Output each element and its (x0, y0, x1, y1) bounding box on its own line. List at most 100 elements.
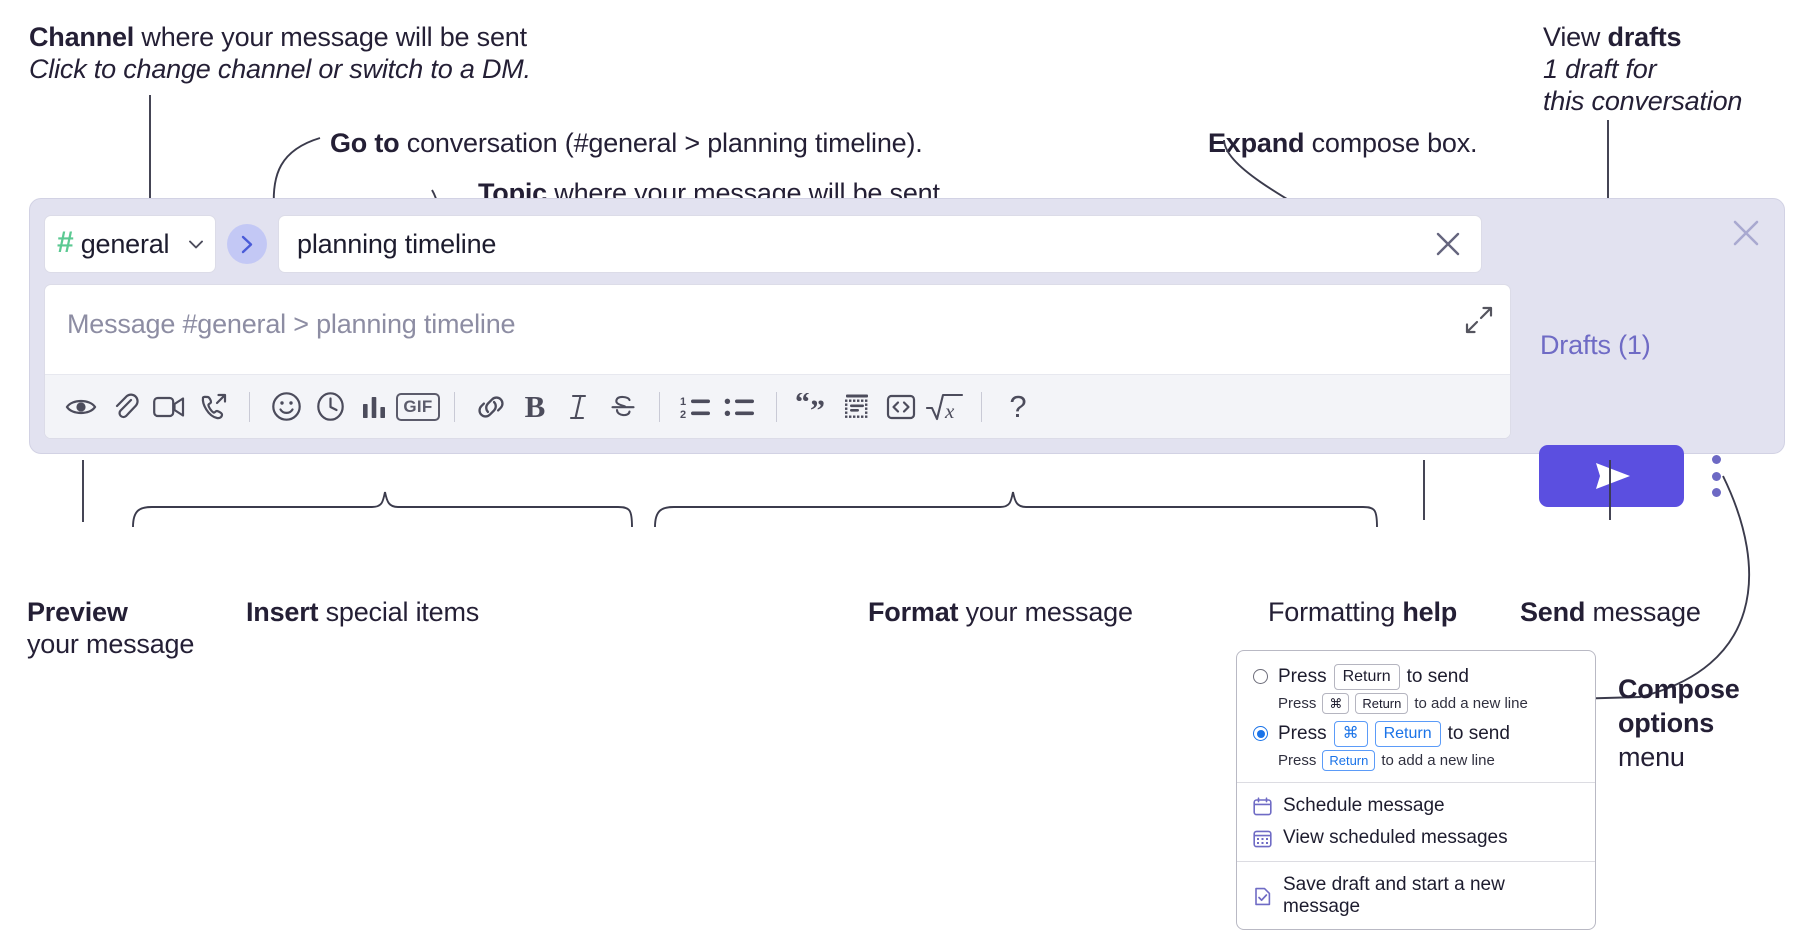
annotation-insert-rest: special items (318, 597, 480, 627)
attach-button[interactable] (103, 385, 147, 429)
video-clip-button[interactable] (147, 385, 191, 429)
gif-button[interactable]: GIF (396, 385, 440, 429)
annotation-help-lead: Formatting (1268, 597, 1403, 627)
topic-input[interactable]: planning timeline (278, 215, 1482, 273)
svg-text:2: 2 (680, 409, 686, 420)
preview-button[interactable] (59, 385, 103, 429)
sub-tail-text: to add a new line (1381, 752, 1495, 769)
toolbar-separator-4 (776, 391, 777, 422)
annotation-format-bold: Format (868, 597, 959, 627)
option-press-text: Press (1278, 722, 1327, 744)
chevron-down-icon (189, 240, 203, 249)
channel-selector[interactable]: # general (44, 215, 216, 273)
save-draft-label: Save draft and start a new message (1283, 874, 1505, 918)
chevron-right-icon (241, 235, 252, 253)
send-option-return-sub: Press ⌘ Return to add a new line (1237, 690, 1595, 719)
annotation-goto-bold: Go to (330, 128, 400, 158)
bulleted-list-button[interactable] (718, 385, 762, 429)
kebab-dot-2 (1711, 471, 1721, 481)
link-button[interactable] (469, 385, 513, 429)
italic-button[interactable] (557, 385, 601, 429)
annotation-format-rest: your message (958, 597, 1133, 627)
inline-code-button[interactable] (879, 385, 923, 429)
compose-header-row: # general planning timeline (44, 215, 1482, 273)
annotation-drafts-sub2: this conversation (1543, 85, 1743, 116)
gif-label: GIF (396, 392, 440, 421)
annotation-format: Format your message (868, 597, 1133, 629)
send-option-cmd-return-sub: Press Return to add a new line (1237, 747, 1595, 776)
annotation-help-bold: help (1402, 597, 1458, 627)
key-command: ⌘ (1322, 692, 1350, 715)
channel-name: general (80, 228, 170, 259)
calendar-icon (1253, 797, 1272, 816)
svg-text:x: x (944, 399, 955, 422)
formatting-toolbar: GIF B (45, 374, 1510, 438)
key-return: Return (1322, 749, 1376, 772)
radio-unselected[interactable] (1253, 669, 1268, 685)
annotation-expand: Expand compose box. (1208, 128, 1478, 160)
close-icon[interactable] (1433, 229, 1463, 259)
view-scheduled-messages-item[interactable]: View scheduled messages (1237, 822, 1595, 854)
annotation-compose-bold2: options (1618, 707, 1715, 738)
hash-icon: # (57, 226, 74, 259)
kebab-dot-1 (1711, 455, 1721, 464)
latex-button[interactable]: x (923, 385, 967, 429)
strikethrough-button[interactable] (601, 385, 645, 429)
annotation-drafts-lead: View (1543, 22, 1608, 52)
annotation-send-rest: message (1585, 597, 1701, 627)
file-check-icon (1253, 887, 1272, 906)
compose-options-button[interactable] (1703, 455, 1729, 497)
annotation-goto-rest: conversation (#general > planning timeli… (399, 128, 923, 158)
annotation-send: Send message (1520, 597, 1701, 629)
formatting-help-button[interactable]: ? (996, 385, 1040, 429)
annotation-compose-options: Compose options menu (1618, 673, 1740, 774)
sub-tail-text: to add a new line (1414, 694, 1528, 712)
code-block-button[interactable] (835, 385, 879, 429)
radio-selected[interactable] (1253, 726, 1268, 742)
key-return: Return (1374, 721, 1441, 747)
bold-label: B (524, 389, 546, 424)
save-draft-item[interactable]: Save draft and start a new message (1237, 869, 1595, 923)
blockquote-button[interactable]: “ ” (791, 385, 835, 429)
option-press-text: Press (1278, 665, 1327, 687)
send-option-return-label: Press Return to send (1278, 664, 1469, 690)
topic-value: planning timeline (297, 228, 497, 259)
ordered-list-button[interactable]: 1 2 (674, 385, 718, 429)
compose-panel: # general planning timeline Message #gen… (29, 198, 1785, 454)
go-to-conversation-button[interactable] (227, 224, 267, 264)
send-option-return[interactable]: Press Return to send (1237, 661, 1595, 690)
emoji-button[interactable] (264, 385, 308, 429)
annotation-preview-sub: your message (27, 628, 195, 659)
schedule-message-item[interactable]: Schedule message (1237, 790, 1595, 822)
calendar-grid-icon (1253, 829, 1272, 848)
option-tail-text: to send (1406, 665, 1469, 687)
compose-options-menu: Press Return to send Press ⌘ Return to a… (1236, 650, 1596, 931)
toolbar-separator-3 (659, 391, 660, 422)
sub-press-text: Press (1278, 752, 1317, 769)
send-option-cmd-return[interactable]: Press ⌘ Return to send (1237, 718, 1595, 747)
annotation-goto: Go to conversation (#general > planning … (330, 128, 923, 160)
key-return: Return (1333, 664, 1400, 690)
view-scheduled-messages-label: View scheduled messages (1283, 827, 1508, 849)
close-icon[interactable] (1730, 217, 1762, 249)
svg-text:1: 1 (680, 396, 686, 408)
annotation-compose-rest: menu (1618, 741, 1685, 772)
audio-clip-button[interactable] (191, 385, 235, 429)
poll-button[interactable] (352, 385, 396, 429)
drafts-link[interactable]: Drafts (1) (1540, 330, 1651, 360)
expand-icon[interactable] (1464, 305, 1494, 335)
annotation-expand-bold: Expand (1208, 128, 1305, 158)
annotation-send-bold: Send (1520, 597, 1586, 627)
menu-divider-2 (1237, 861, 1595, 863)
annotation-drafts-sub1: 1 draft for (1543, 53, 1657, 84)
key-command: ⌘ (1333, 721, 1368, 747)
message-input[interactable]: Message #general > planning timeline (67, 309, 516, 339)
key-return: Return (1355, 692, 1409, 715)
bold-button[interactable]: B (513, 385, 557, 429)
toolbar-separator-2 (454, 391, 455, 422)
reminder-button[interactable] (308, 385, 352, 429)
annotation-expand-rest: compose box. (1304, 128, 1478, 158)
send-button[interactable] (1539, 445, 1684, 507)
annotation-channel-rest: where your message will be sent (134, 22, 527, 52)
annotation-channel-bold: Channel (29, 22, 135, 52)
